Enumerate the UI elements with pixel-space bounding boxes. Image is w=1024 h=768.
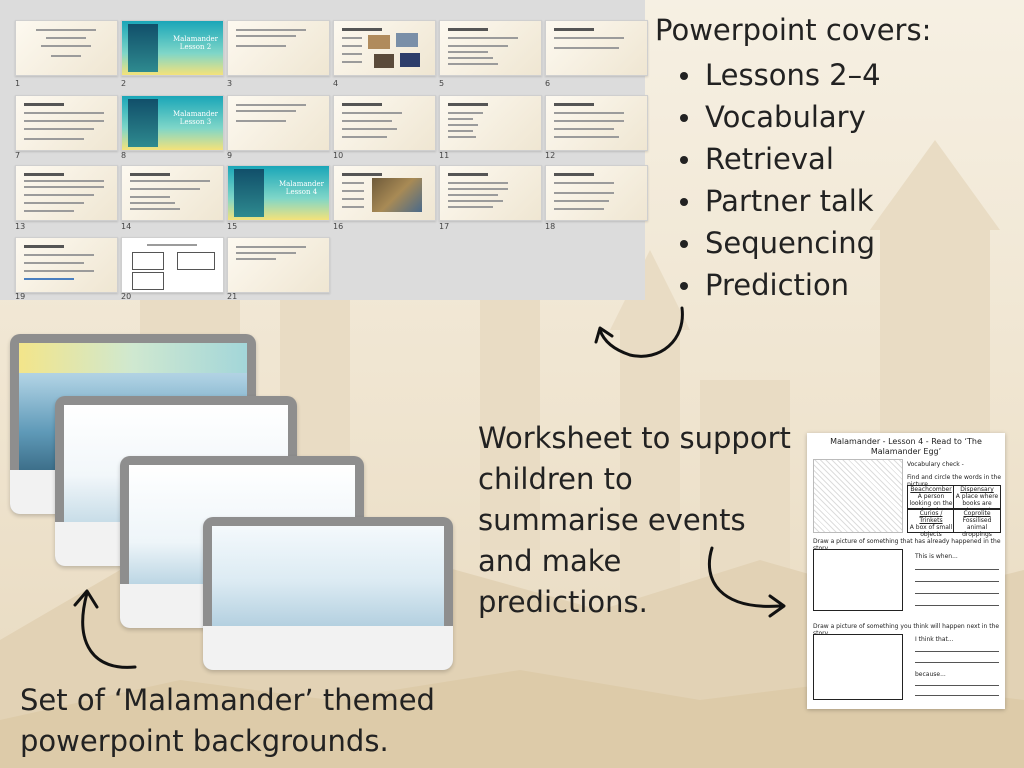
slide-thumbnail: [15, 95, 118, 151]
slide-number: 18: [545, 222, 556, 231]
slide-thumbnail: [545, 95, 648, 151]
slide-thumbnail: [227, 237, 330, 293]
slide-thumbnail: [439, 95, 542, 151]
covers-list: Lessons 2–4 Vocabulary Retrieval Partner…: [655, 54, 881, 306]
slide-thumbnail: [15, 20, 118, 76]
slide-number: 8: [121, 151, 127, 160]
slide-thumbnail: [121, 237, 224, 293]
slide-number: 7: [15, 151, 21, 160]
prompt-future: Draw a picture of something you think wi…: [813, 623, 1000, 637]
slide-number: 4: [333, 79, 339, 88]
covers-item: Prediction: [655, 264, 881, 306]
slide-title-lesson-2: Malamander Lesson 2: [172, 35, 219, 51]
worksheet-caption: Worksheet to support children to summari…: [478, 421, 791, 619]
slide-number: 3: [227, 79, 233, 88]
slide-thumbnail-title: Malamander Lesson 2: [121, 20, 224, 76]
monitor-background-4: [203, 517, 453, 670]
slide-number: 2: [121, 79, 127, 88]
slide-title-lesson-3: Malamander Lesson 3: [172, 110, 219, 126]
beach-illustration: [813, 459, 903, 533]
find-circle-instruction: Find and circle the words in the picture…: [907, 474, 1002, 488]
slide-thumbnail-grid: Malamander Lesson 2 Malamander Lesson 3 …: [0, 0, 648, 301]
slide-thumbnail: [15, 237, 118, 293]
slide-number: 12: [545, 151, 556, 160]
curved-arrow-icon: [73, 589, 137, 669]
vocab-check-label: Vocabulary check -: [907, 461, 964, 468]
slide-number: 9: [227, 151, 233, 160]
this-is-when-label: This is when...: [915, 553, 958, 560]
slide-thumbnail: [439, 20, 542, 76]
drawing-box: [813, 549, 903, 611]
covers-heading: Powerpoint covers:: [655, 13, 932, 47]
slide-thumbnail: [121, 165, 224, 221]
slide-number: 19: [15, 292, 26, 301]
slide-thumbnail: [545, 165, 648, 221]
covers-item: Sequencing: [655, 222, 881, 264]
slide-number: 15: [227, 222, 238, 231]
slide-thumbnail: [333, 95, 436, 151]
slide-thumbnail: [333, 165, 436, 221]
slide-thumbnail: [545, 20, 648, 76]
slide-thumbnail: [333, 20, 436, 76]
covers-item: Lessons 2–4: [655, 54, 881, 96]
slide-thumbnail: [227, 20, 330, 76]
covers-item: Partner talk: [655, 180, 881, 222]
slide-thumbnail: [227, 95, 330, 151]
i-think-label: I think that...: [915, 636, 954, 643]
slide-thumbnail: [439, 165, 542, 221]
slide-number: 5: [439, 79, 445, 88]
slide-thumbnail: [15, 165, 118, 221]
slide-number: 17: [439, 222, 450, 231]
curved-arrow-icon: [707, 546, 786, 618]
slide-thumbnail-title: Malamander Lesson 3: [121, 95, 224, 151]
worksheet-title: Malamander - Lesson 4 - Read to ‘The Mal…: [830, 437, 982, 456]
slide-number: 14: [121, 222, 132, 231]
because-label: because...: [915, 671, 946, 678]
drawing-box: [813, 634, 903, 700]
slide-number: 6: [545, 79, 551, 88]
slide-thumbnail-title: Malamander Lesson 4: [227, 165, 330, 221]
backgrounds-caption: Set of ‘Malamander’ themed powerpoint ba…: [20, 683, 435, 758]
slide-number: 11: [439, 151, 450, 160]
slide-number: 16: [333, 222, 344, 231]
slide-number: 21: [227, 292, 238, 301]
worksheet-preview: Malamander - Lesson 4 - Read to ‘The Mal…: [807, 433, 1005, 709]
slide-number: 1: [15, 79, 21, 88]
covers-item: Retrieval: [655, 138, 881, 180]
curved-arrow-icon: [594, 306, 684, 358]
slide-title-lesson-4: Malamander Lesson 4: [278, 180, 325, 196]
slide-number: 20: [121, 292, 132, 301]
slide-number: 13: [15, 222, 26, 231]
slide-number: 10: [333, 151, 344, 160]
covers-item: Vocabulary: [655, 96, 881, 138]
prompt-past: Draw a picture of something that has alr…: [813, 538, 1001, 552]
